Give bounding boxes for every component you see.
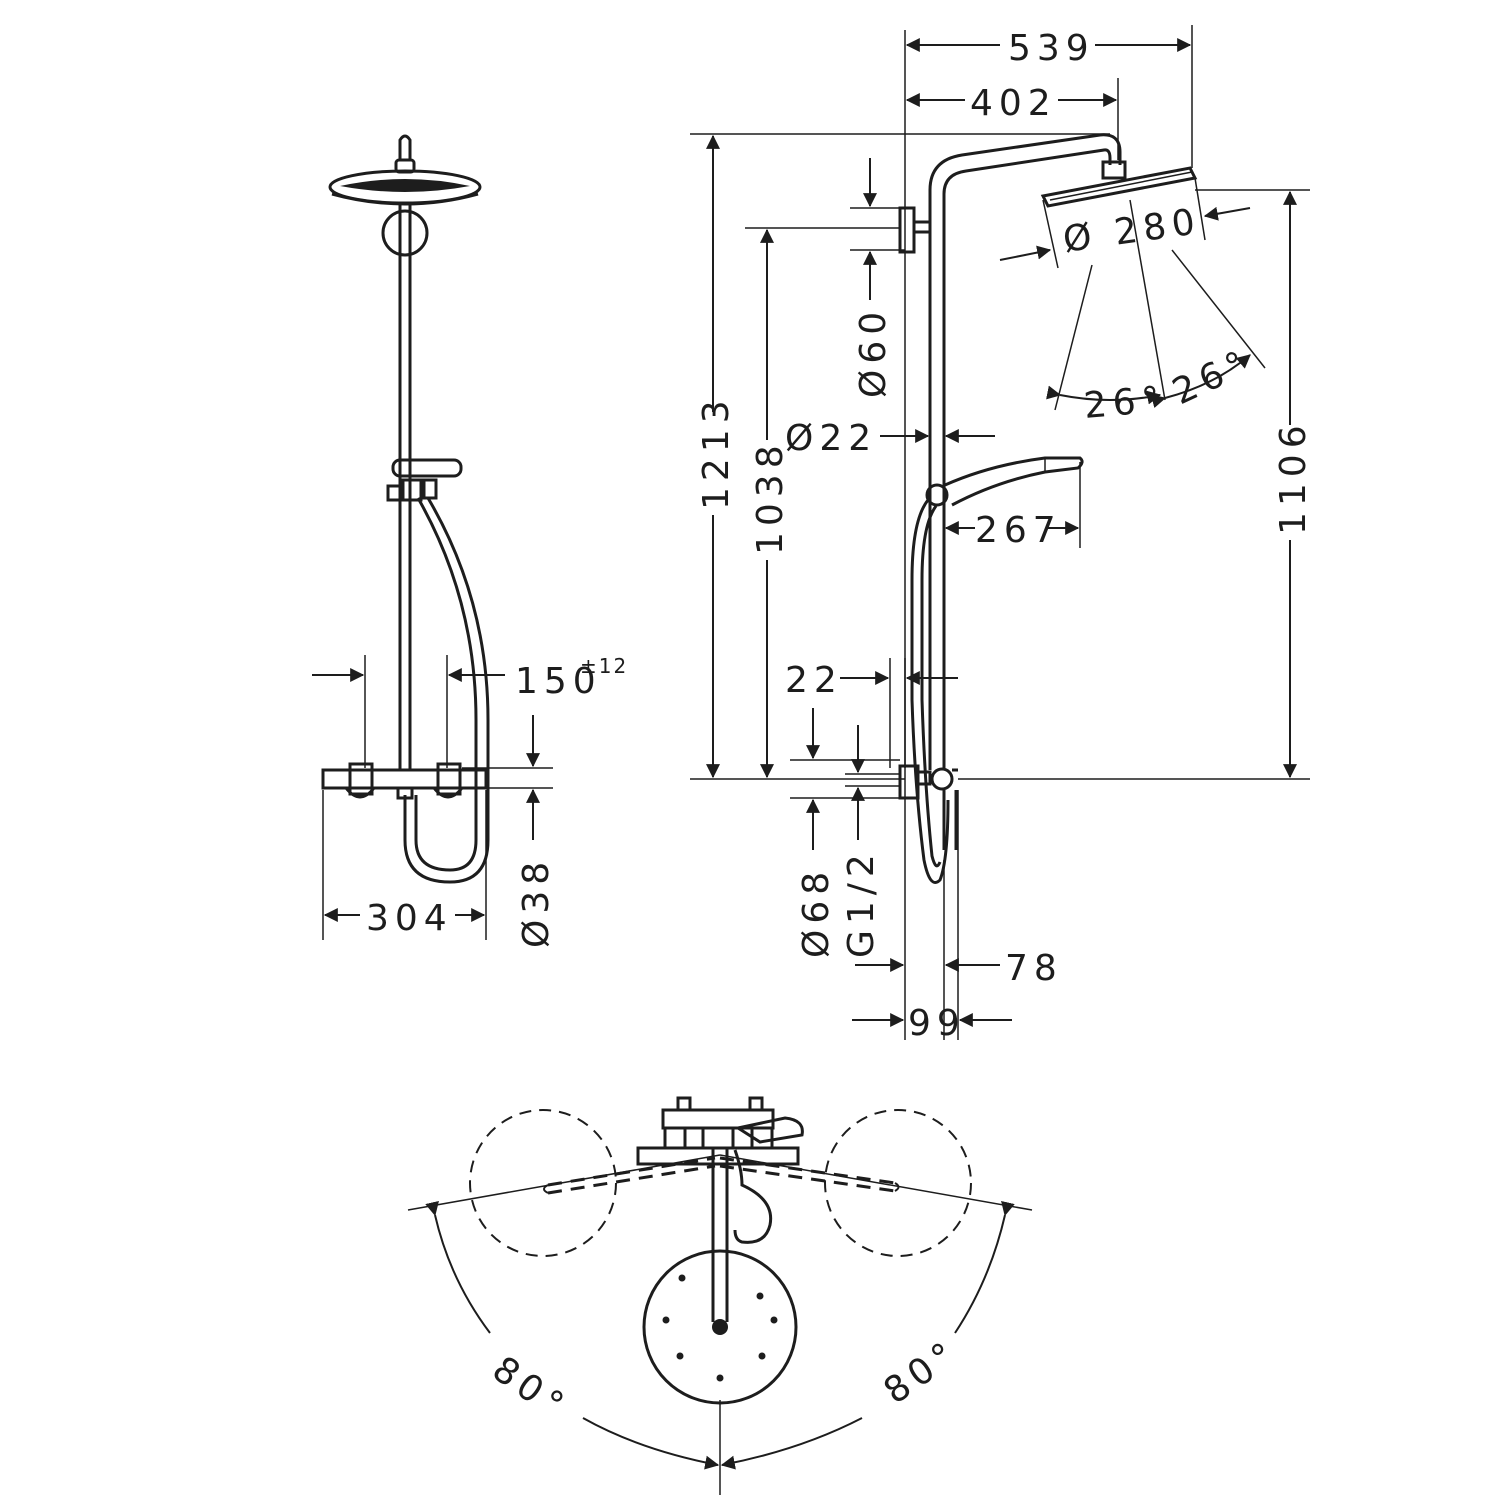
ghost-head-left [469,1109,617,1257]
wall-bracket-bottom [898,764,958,850]
angle-arc-left: 80° [425,1200,720,1470]
ghost-head-right [824,1109,972,1257]
dim-267-label: 267 [975,510,1062,551]
dim-78-label: 78 [1005,948,1063,989]
dim-99: 99 [852,790,1012,1044]
dim-150-tolerance: ±12 [580,654,628,678]
front-view: 150 ±12 304 Ø38 [312,134,628,948]
dim-22: 22 [785,658,958,768]
dim-d60: Ø60 [850,158,905,398]
hand-shower-side [925,456,1084,507]
dim-99-label: 99 [908,1003,966,1044]
dim-1038-label: 1038 [750,439,791,555]
round-head-top [642,1249,798,1405]
dim-78: 78 [855,860,1063,1040]
ghost-arm-right [719,1156,896,1193]
arm-top [711,1148,773,1322]
shower-hose [403,497,490,884]
dim-150: 150 ±12 [312,654,628,768]
dim-1213: 1213 [690,133,1110,780]
riser-and-arm [928,133,1127,770]
angle-right-label: 80° [877,1332,968,1413]
dim-1106: 1106 [958,189,1314,780]
dim-539: 539 [905,25,1193,168]
dim-150-label: 150 [515,661,602,702]
side-view: 539 402 Ø 280 26° 26° [690,25,1314,1044]
dim-d60-label: Ø60 [853,306,894,398]
angle-left-label: 80° [485,1349,576,1430]
dim-d68: Ø68 [790,708,900,958]
dim-d38-label: Ø38 [516,856,557,948]
dim-d22-pipe: Ø22 [785,418,995,459]
dim-g12: G1/2 [841,725,900,958]
hand-shower-holder [386,458,463,502]
dim-1106-label: 1106 [1273,419,1314,535]
dim-539-label: 539 [1008,28,1095,69]
thermostat-top [636,1096,804,1166]
dim-d22-pipe-label: Ø22 [785,418,877,459]
dim-d68-label: Ø68 [796,866,837,958]
overhead-shower-side [1040,166,1198,208]
dim-d38: Ø38 [462,715,557,948]
overhead-shower [328,134,482,257]
angle-arc-right: 80° [720,1200,1015,1470]
dim-1038: 1038 [745,227,900,779]
angle-right-label: 26° [1166,341,1257,413]
thermostat-mixer [321,762,488,800]
dim-1213-label: 1213 [696,394,737,510]
dim-304-label: 304 [366,898,453,939]
dim-22-label: 22 [785,660,843,701]
angle-left-label: 26° [1082,379,1167,427]
dim-402: 402 [905,78,1119,160]
dim-402-label: 402 [970,83,1057,124]
dim-267: 267 [944,462,1081,551]
wall-bracket-top [898,206,932,254]
dim-g12-label: G1/2 [841,848,882,958]
top-view: 80° 80° [407,1096,1033,1495]
dim-304: 304 [322,790,487,940]
